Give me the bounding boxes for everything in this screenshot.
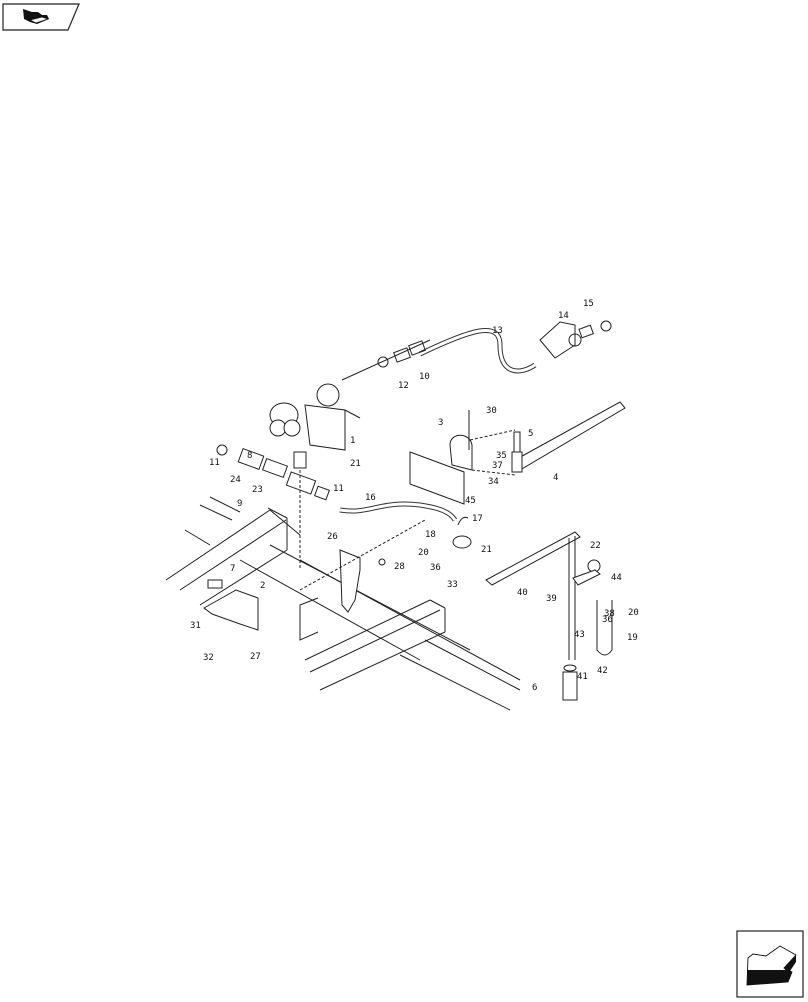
svg-text:7: 7	[230, 564, 235, 574]
svg-text:15: 15	[583, 299, 594, 309]
svg-text:38: 38	[604, 609, 615, 619]
svg-text:43: 43	[574, 630, 585, 640]
svg-text:3: 3	[438, 418, 443, 428]
svg-text:27: 27	[250, 652, 261, 662]
svg-text:16: 16	[365, 493, 376, 503]
svg-text:5: 5	[528, 429, 533, 439]
svg-text:10: 10	[419, 372, 430, 382]
svg-text:36: 36	[602, 615, 613, 625]
svg-text:20: 20	[628, 608, 639, 618]
svg-text:45: 45	[465, 496, 476, 506]
svg-text:36: 36	[430, 563, 441, 573]
svg-text:20: 20	[418, 548, 429, 558]
back-arrow-icon	[2, 3, 80, 31]
svg-text:33: 33	[447, 580, 458, 590]
forward-arrow-icon	[736, 930, 804, 998]
svg-text:21: 21	[350, 459, 361, 469]
svg-text:37: 37	[492, 461, 503, 471]
svg-text:6: 6	[532, 683, 537, 693]
svg-text:11: 11	[209, 458, 220, 468]
coupler-assembly	[269, 339, 431, 451]
next-page-button[interactable]	[736, 930, 804, 998]
svg-text:44: 44	[611, 573, 622, 583]
svg-text:22: 22	[590, 541, 601, 551]
svg-text:41: 41	[577, 672, 588, 682]
svg-text:18: 18	[425, 530, 436, 540]
svg-text:42: 42	[597, 666, 608, 676]
hose-13	[418, 328, 537, 374]
svg-text:2: 2	[260, 581, 265, 591]
svg-text:35: 35	[496, 451, 507, 461]
svg-text:1: 1	[350, 436, 355, 446]
svg-text:11: 11	[333, 484, 344, 494]
svg-text:4: 4	[553, 473, 558, 483]
svg-text:8: 8	[247, 451, 252, 461]
callout-labels: 1 2 3 4 5 6 7 8 9 10 11 11 12 13 14 15 1…	[190, 299, 639, 693]
previous-page-button[interactable]	[2, 3, 80, 31]
svg-text:23: 23	[252, 485, 263, 495]
svg-text:24: 24	[230, 475, 241, 485]
svg-text:30: 30	[486, 406, 497, 416]
svg-text:34: 34	[488, 477, 499, 487]
svg-text:26: 26	[327, 532, 338, 542]
svg-text:14: 14	[558, 311, 569, 321]
svg-text:12: 12	[398, 381, 409, 391]
svg-text:17: 17	[472, 514, 483, 524]
svg-text:21: 21	[481, 545, 492, 555]
svg-text:9: 9	[237, 499, 242, 509]
svg-text:40: 40	[517, 588, 528, 598]
svg-text:32: 32	[203, 653, 214, 663]
svg-text:19: 19	[627, 633, 638, 643]
svg-text:28: 28	[394, 562, 405, 572]
svg-text:31: 31	[190, 621, 201, 631]
frame-rails	[165, 496, 521, 711]
svg-text:13: 13	[492, 326, 503, 336]
svg-text:39: 39	[546, 594, 557, 604]
